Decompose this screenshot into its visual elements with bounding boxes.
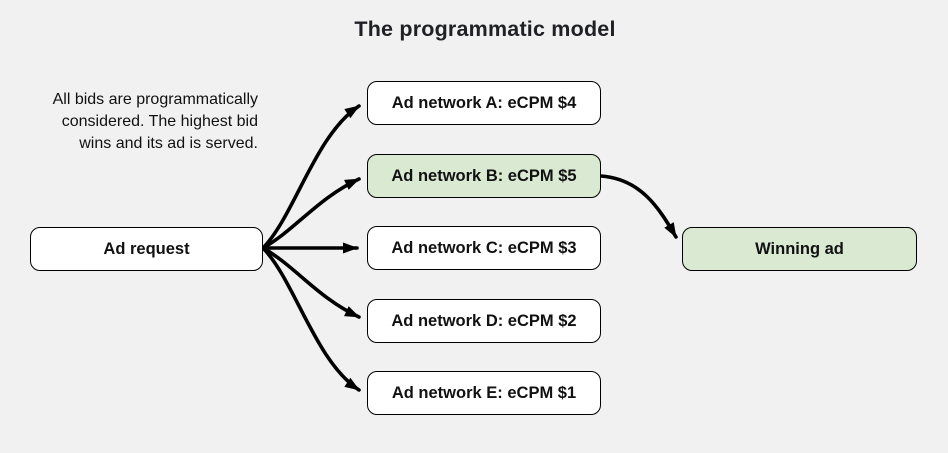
arrow-request-to-network-a [261, 104, 361, 250]
winning-ad-label: Winning ad [755, 239, 844, 258]
ad-network-b-box: Ad network B: eCPM $5 [367, 154, 601, 198]
description-line: All bids are programmatically [52, 91, 258, 108]
description-line: wins and its ad is served. [79, 135, 258, 152]
ad-network-c-label: Ad network C: eCPM $3 [391, 238, 577, 257]
arrow-request-to-network-e [261, 246, 361, 392]
ad-request-box: Ad request [30, 227, 263, 271]
description-text: All bids are programmatically considered… [8, 89, 258, 155]
ad-request-label: Ad request [103, 239, 190, 258]
arrow-request-to-network-d [261, 246, 361, 319]
ad-network-e-label: Ad network E: eCPM $1 [391, 383, 577, 402]
arrow-network-b-to-winning-ad [599, 174, 678, 239]
ad-network-d-label: Ad network D: eCPM $2 [391, 311, 577, 330]
ad-network-a-box: Ad network A: eCPM $4 [367, 81, 601, 125]
winning-ad-box: Winning ad [682, 227, 917, 271]
ad-network-c-box: Ad network C: eCPM $3 [367, 226, 601, 270]
ad-network-b-label: Ad network B: eCPM $5 [391, 166, 577, 185]
arrow-request-to-network-b [261, 177, 361, 250]
description-line: considered. The highest bid [61, 113, 258, 130]
ad-network-a-label: Ad network A: eCPM $4 [391, 93, 577, 112]
ad-network-e-box: Ad network E: eCPM $1 [367, 371, 601, 415]
page-title: The programmatic model [354, 17, 616, 41]
ad-network-d-box: Ad network D: eCPM $2 [367, 299, 601, 343]
